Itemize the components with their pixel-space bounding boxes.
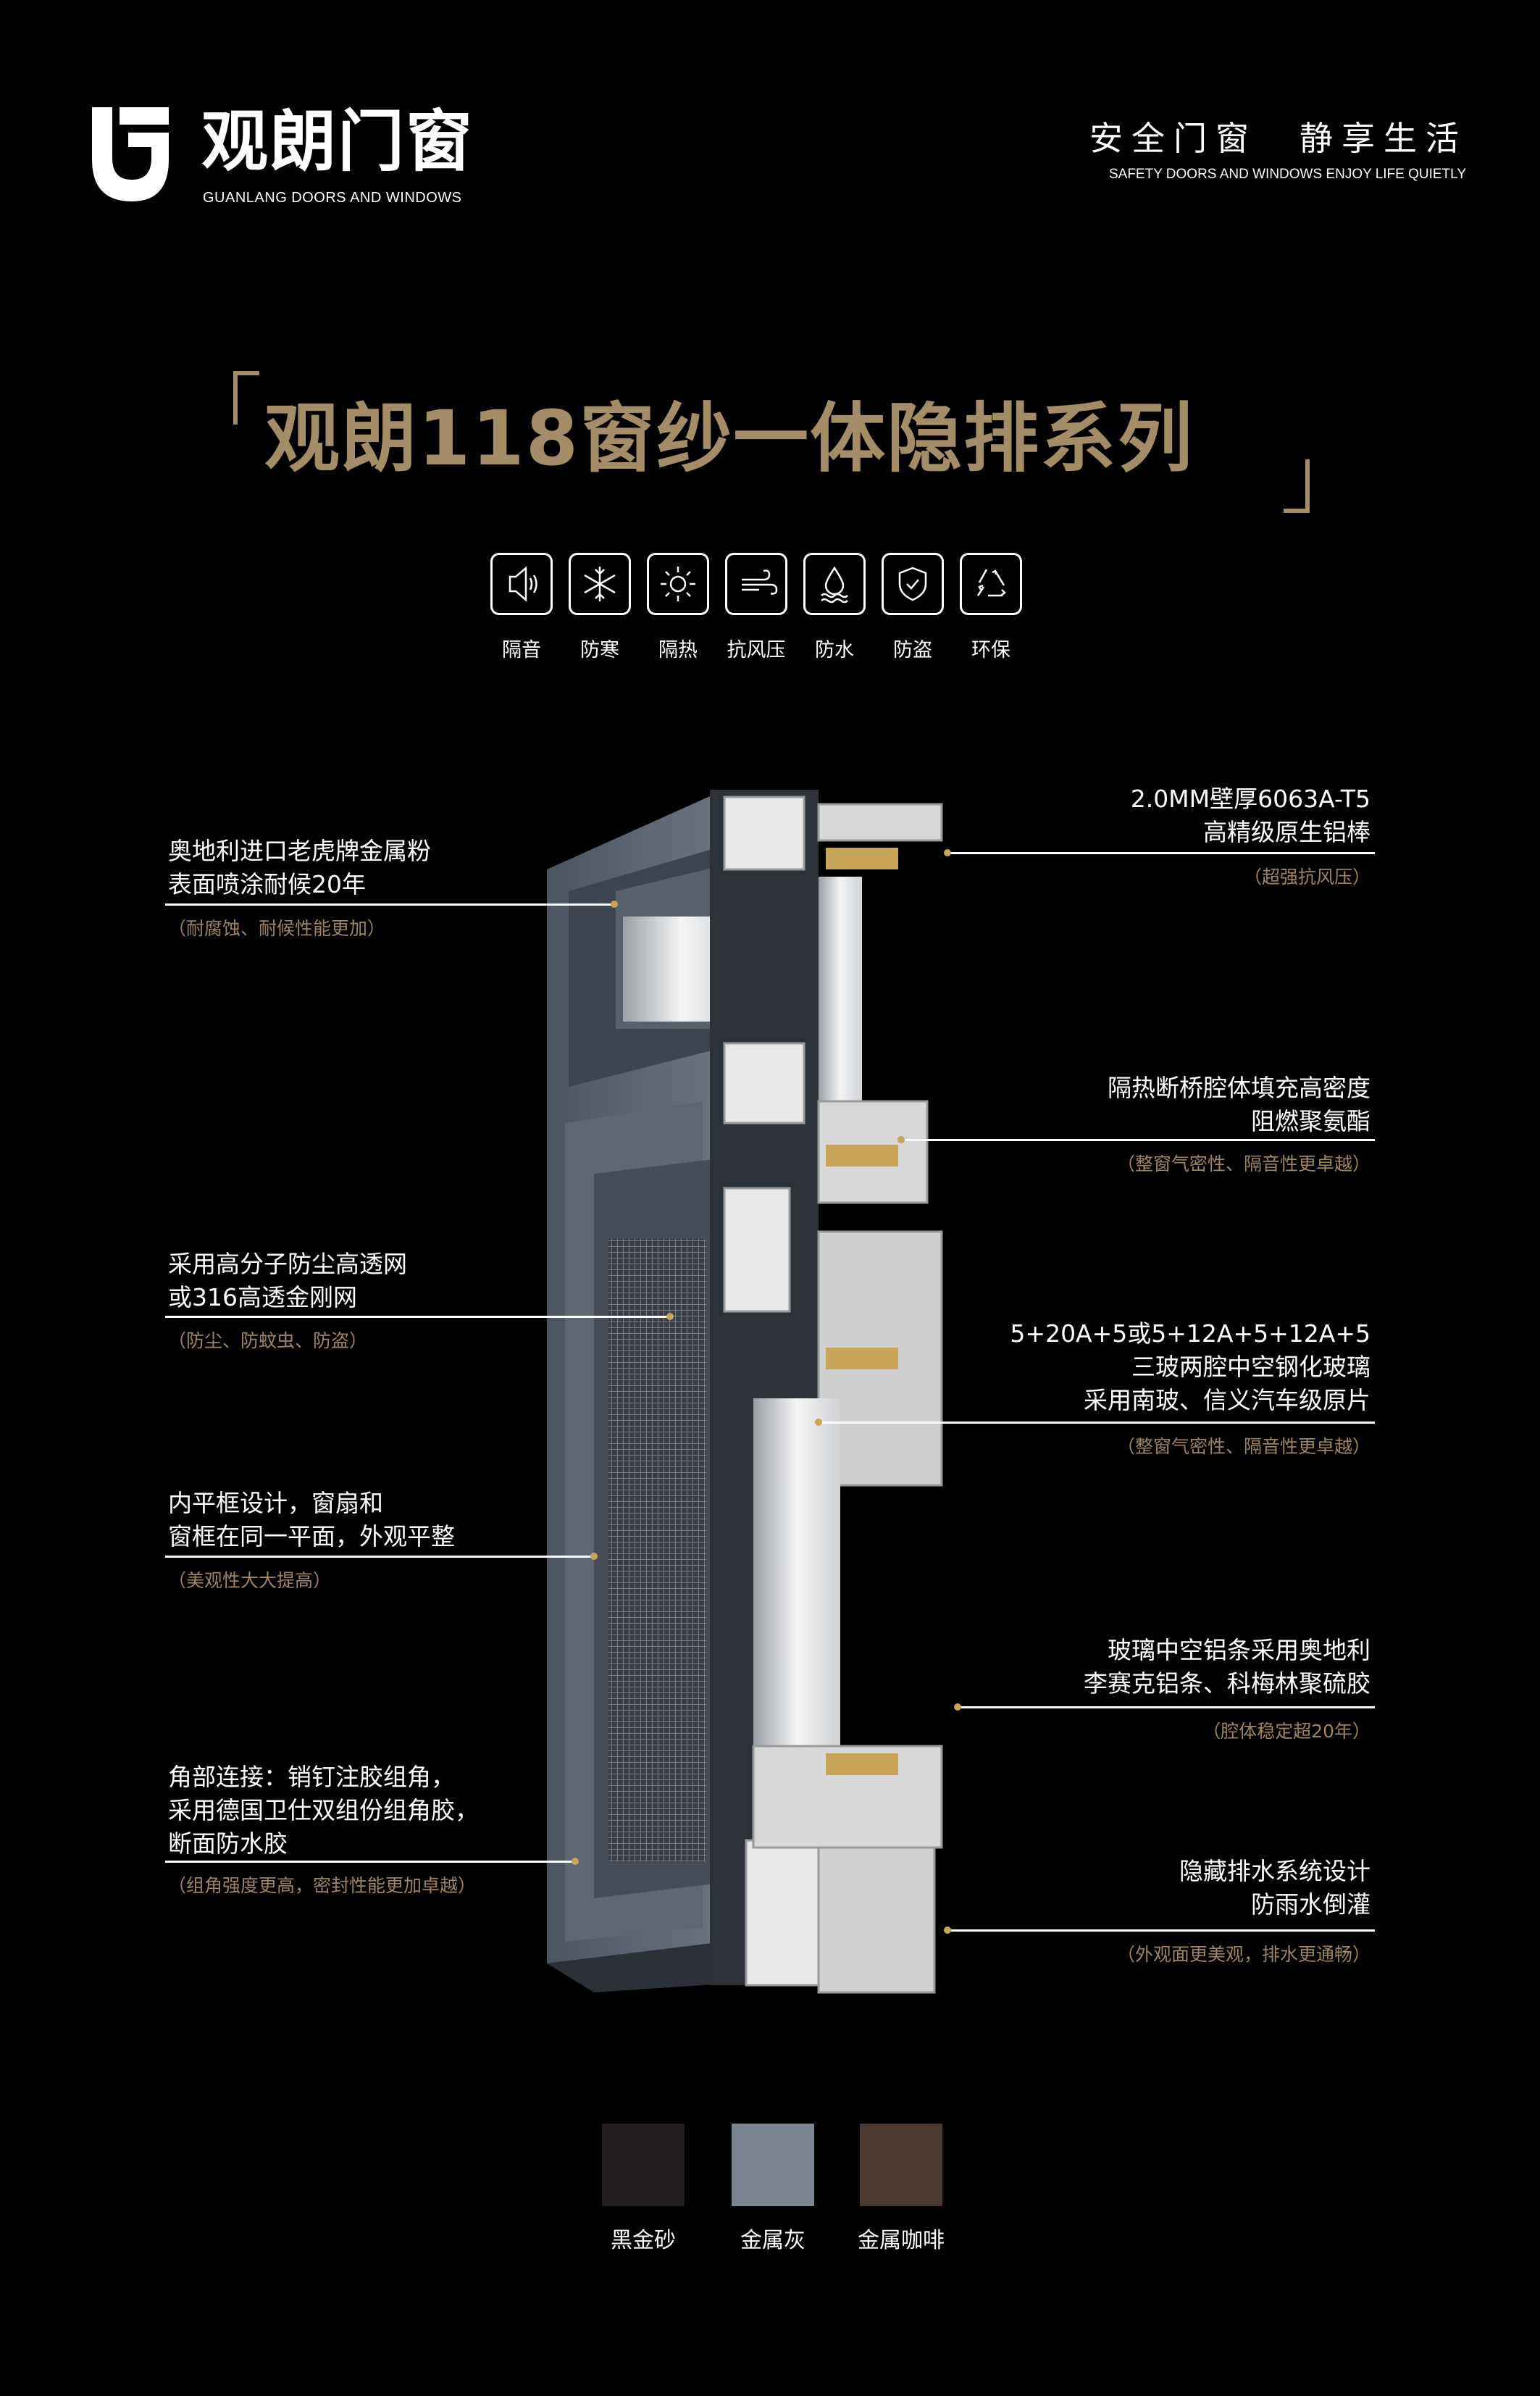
feature-label: 隔音: [502, 639, 541, 661]
feature-label: 抗风压: [727, 639, 786, 661]
annotation-line: 防雨水倒灌: [1251, 1890, 1370, 1919]
annotation-note: （组角强度更高，密封性能更加卓越）: [168, 1875, 477, 1896]
annotation-line: 5+20A+5或5+12A+5+12A+5: [1010, 1319, 1370, 1348]
annotation-note: （防尘、防蚊虫、防盗）: [168, 1330, 368, 1351]
annotation-note: （整窗气密性、隔音性更卓越）: [1116, 1436, 1370, 1457]
annotation-line: 角部连接：销钉注胶组角，: [168, 1763, 455, 1791]
swatch-label: 金属咖啡: [858, 2228, 945, 2253]
annotation-line: 表面喷涂耐候20年: [168, 870, 366, 898]
feature-1: 防寒: [561, 553, 639, 662]
left-annotation-3: 角部连接：销钉注胶组角， 采用德国卫仕双组份组角胶， 断面防水胶 （组角强度更高，密封…: [168, 1761, 479, 1898]
leader-dot: [590, 1553, 598, 1560]
leader-line: [819, 1422, 1375, 1424]
feature-label: 防盗: [893, 639, 932, 661]
annotation-line: 断面防水胶: [168, 1829, 288, 1858]
window-profile-illustration: [547, 790, 943, 1994]
annotation-line: 窗框在同一平面，外观平整: [168, 1522, 455, 1550]
color-swatch-0: 黑金砂: [602, 2124, 685, 2254]
slogan-en: SAFETY DOORS AND WINDOWS ENJOY LIFE QUIE…: [1108, 167, 1466, 182]
swatch-label: 黑金砂: [611, 2228, 676, 2253]
annotation-note: （耐腐蚀、耐候性能更加）: [168, 918, 386, 939]
feature-3: 抗风压: [717, 553, 795, 662]
leader-line: [947, 1929, 1375, 1932]
feature-0: 隔音: [482, 553, 561, 662]
leader-dot: [666, 1313, 674, 1320]
leader-line: [165, 903, 614, 906]
feature-label: 防水: [815, 639, 854, 661]
annotation-note: （整窗气密性、隔音性更卓越）: [1116, 1153, 1370, 1174]
color-swatch-1: 金属灰: [732, 2124, 814, 2254]
swatch-color: [602, 2124, 685, 2206]
annotation-line: 玻璃中空铝条采用奥地利: [1108, 1636, 1370, 1664]
swatch-color: [732, 2124, 814, 2206]
slogan: 安全门窗 静享生活: [1089, 119, 1468, 158]
annotation-line: 隐藏排水系统设计: [1179, 1857, 1370, 1885]
recycle-icon: [960, 553, 1022, 615]
feature-2: 隔热: [639, 553, 717, 662]
leader-dot: [897, 1136, 905, 1143]
leader-line: [958, 1706, 1375, 1708]
left-annotation-2: 内平框设计，窗扇和窗框在同一平面，外观平整 （美观性大大提高）: [168, 1487, 455, 1593]
leader-line: [165, 1556, 594, 1558]
annotation-line: 或316高透金刚网: [168, 1283, 357, 1311]
right-annotation-1: 隔热断桥腔体填充高密度阻燃聚氨酯 （整窗气密性、隔音性更卓越）: [1108, 1072, 1370, 1177]
title-bracket-left: [233, 371, 259, 425]
leader-line: [901, 1139, 1375, 1141]
right-annotation-3: 玻璃中空铝条采用奥地利李赛克铝条、科梅林聚硫胶 （腔体稳定超20年）: [1084, 1634, 1370, 1744]
leader-dot: [611, 901, 618, 908]
annotation-line: 三玻两腔中空钢化玻璃: [1131, 1353, 1370, 1381]
annotation-line: 隔热断桥腔体填充高密度: [1108, 1074, 1370, 1102]
right-annotation-0: 2.0MM壁厚6063A-T5 高精级原生铝棒 （超强抗风压）: [1131, 782, 1370, 890]
logo-icon: [92, 107, 169, 201]
right-annotation-2: 5+20A+5或5+12A+5+12A+5 三玻两腔中空钢化玻璃采用南玻、信义汽车…: [1010, 1317, 1370, 1459]
annotation-line: 奥地利进口老虎牌金属粉: [168, 837, 431, 865]
leader-dot: [944, 1927, 951, 1934]
annotation-note: （外观面更美观，排水更通畅）: [1116, 1944, 1370, 1965]
leader-dot: [572, 1858, 579, 1865]
leader-line: [947, 852, 1375, 854]
annotation-line: 2.0MM壁厚6063A-T5: [1130, 785, 1370, 813]
leader-line: [165, 1316, 670, 1318]
feature-label: 防寒: [580, 639, 619, 661]
leader-dot: [815, 1419, 822, 1426]
title-bracket-right: [1284, 459, 1310, 513]
speaker-sound-icon: [490, 553, 553, 615]
feature-6: 环保: [952, 553, 1030, 662]
feature-label: 隔热: [658, 639, 698, 661]
left-annotation-0: 奥地利进口老虎牌金属粉表面喷涂耐候20年 （耐腐蚀、耐候性能更加）: [168, 835, 431, 941]
annotation-line: 采用高分子防尘高透网: [168, 1250, 407, 1278]
color-swatch-2: 金属咖啡: [858, 2124, 945, 2254]
water-drop-icon: [803, 553, 866, 615]
snowflake-icon: [569, 553, 631, 615]
annotation-line: 高精级原生铝棒: [1203, 818, 1370, 846]
page-title: 观朗118窗纱一体隐排系列: [264, 394, 1194, 483]
brand-name: 观朗门窗: [201, 103, 474, 180]
swatch-color: [860, 2124, 942, 2206]
swatch-label: 金属灰: [740, 2228, 805, 2253]
brand-name-en: GUANLANG DOORS AND WINDOWS: [203, 190, 462, 206]
annotation-note: （美观性大大提高）: [168, 1570, 332, 1591]
left-annotation-1: 采用高分子防尘高透网或316高透金刚网 （防尘、防蚊虫、防盗）: [168, 1248, 407, 1353]
annotation-line: 内平框设计，窗扇和: [168, 1489, 383, 1517]
leader-dot: [944, 849, 951, 856]
right-annotation-4: 隐藏排水系统设计防雨水倒灌 （外观面更美观，排水更通畅）: [1117, 1855, 1370, 1967]
sun-icon: [647, 553, 709, 615]
annotation-line: 采用德国卫仕双组份组角胶，: [168, 1796, 479, 1824]
leader-dot: [954, 1703, 961, 1711]
wind-icon: [725, 553, 787, 615]
leader-line: [165, 1861, 575, 1863]
feature-label: 环保: [971, 639, 1010, 661]
feature-4: 防水: [795, 553, 874, 662]
annotation-note: （超强抗风压）: [1243, 867, 1370, 888]
feature-5: 防盗: [874, 553, 952, 662]
annotation-line: 采用南玻、信义汽车级原片: [1084, 1386, 1370, 1414]
annotation-note: （腔体稳定超20年）: [1202, 1721, 1370, 1742]
shield-check-icon: [882, 553, 944, 615]
annotation-line: 阻燃聚氨酯: [1251, 1107, 1370, 1135]
annotation-line: 李赛克铝条、科梅林聚硫胶: [1084, 1669, 1370, 1698]
